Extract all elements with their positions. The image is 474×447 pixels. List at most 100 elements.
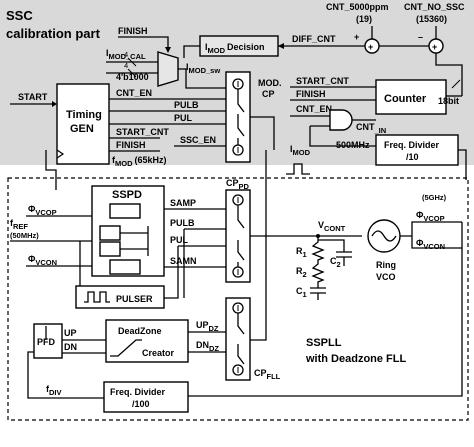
- imod-pulse: [286, 163, 310, 175]
- phi-vcop2-label: ΦVCOP: [416, 210, 445, 223]
- sspd-label: SSPD: [112, 189, 142, 201]
- ssc-title-line1: SSC: [6, 8, 33, 23]
- pulb-label-bottom: PULB: [170, 218, 195, 228]
- fmod-label: fMOD(65kHz): [112, 155, 167, 168]
- finish-label-2: FINISH: [116, 140, 146, 150]
- timing-gen-line1: Timing: [66, 109, 102, 121]
- imod-label: IMOD: [290, 144, 311, 157]
- svg-text:4: 4: [124, 50, 128, 59]
- mod-cp-label-line1: MOD.: [258, 78, 282, 88]
- up-dz-label: UPDZ: [196, 320, 219, 333]
- c2-label: C2: [330, 256, 341, 269]
- sspd-switch-top: [109, 203, 141, 219]
- svg-text:4: 4: [124, 61, 128, 70]
- diff-cnt-label: DIFF_CNT: [292, 34, 336, 44]
- finish-label-3: FINISH: [296, 89, 326, 99]
- sspd-switch-bottom: [109, 259, 141, 275]
- samp-label: SAMP: [170, 198, 196, 208]
- fref-wire: [10, 240, 92, 298]
- ring-vco-line1: Ring: [376, 260, 396, 270]
- finish-arrow: [165, 47, 171, 53]
- c2-capacitor: [318, 239, 352, 266]
- cp-pd-block: [225, 189, 251, 283]
- ssc-en-label: SSC_EN: [180, 135, 216, 145]
- start-cnt-label: START_CNT: [116, 127, 169, 137]
- deadzone-line1: DeadZone: [118, 326, 162, 336]
- finish-label-top: FINISH: [118, 26, 148, 36]
- ring-vco-line2: VCO: [376, 272, 396, 282]
- phi-vcon2-label: ΦVCON: [416, 238, 445, 251]
- counter-block: [375, 79, 447, 115]
- phi-vcon-label: ΦVCON: [28, 254, 57, 267]
- freq-div100-line2: /100: [132, 399, 150, 409]
- freq-divider-100: [103, 381, 189, 413]
- cnt-no-ssc-value: (15360): [416, 14, 447, 24]
- finish-wire: [118, 36, 169, 50]
- value-4b1000: 4'b1000: [116, 72, 149, 82]
- freq-div100-line1: Freq. Divider: [110, 387, 166, 397]
- vcont-label: VCONT: [318, 220, 346, 233]
- fref-value: (50MHz): [10, 231, 39, 240]
- start-label: START: [18, 92, 48, 102]
- svg-text:+: +: [432, 42, 437, 52]
- deadzone-line2: Creator: [142, 348, 175, 358]
- mod-cp-label-line2: CP: [262, 89, 275, 99]
- mhz500-label: 500MHz: [336, 140, 370, 150]
- and-gate: [329, 109, 353, 131]
- feedback-wire: [188, 222, 463, 397]
- pulb-label-top: PULB: [174, 100, 199, 110]
- freq-div10-line1: Freq. Divider: [384, 140, 440, 150]
- dn-label: DN: [64, 342, 77, 352]
- imod-cal-label: IMOD_CAL: [106, 48, 146, 61]
- counter-label: Counter: [384, 93, 427, 105]
- sspll-region: [7, 177, 469, 421]
- c1-label: C1: [296, 286, 307, 299]
- cp-pd-label: CPPD: [226, 178, 250, 191]
- dn-dz-label: DNDZ: [196, 340, 219, 353]
- counter-to-adder-wire: [435, 53, 463, 96]
- cnt-en-label: CNT_EN: [116, 88, 152, 98]
- freq-div10-line2: /10: [406, 152, 419, 162]
- counter-bits-label: 18bit: [438, 96, 459, 106]
- mod-cp-output-wire: [250, 116, 275, 150]
- decision-to-mux-wire: [183, 45, 200, 58]
- fref-label: fREF: [10, 218, 28, 231]
- sspll-label-line1: SSPLL: [306, 337, 342, 349]
- cnt-5000ppm-label: CNT_5000ppm: [326, 2, 389, 12]
- cnt-no-ssc-label: CNT_NO_SSC: [404, 2, 465, 12]
- freq-divider-10: [375, 134, 459, 166]
- cnt-5000ppm-value: (19): [356, 14, 372, 24]
- svg-text:+: +: [368, 42, 373, 52]
- cp-fll-block: [225, 297, 251, 381]
- svg-text:–: –: [418, 32, 423, 42]
- ghz5-label: (5GHz): [422, 193, 447, 202]
- svg-text:+: +: [354, 32, 359, 42]
- cnt-in-label: CNT_IN: [356, 122, 386, 135]
- cnt-en-label-2: CNT_EN: [296, 104, 332, 114]
- ssc-title-line2: calibration part: [6, 26, 101, 41]
- imod-cal-bus-mark: [127, 57, 137, 67]
- pul-label-top: PUL: [174, 113, 193, 123]
- cp-fll-label: CPFLL: [254, 368, 281, 381]
- timing-gen-line2: GEN: [70, 123, 94, 135]
- pul-label-bottom: PUL: [170, 235, 189, 245]
- pulser-label: PULSER: [116, 294, 153, 304]
- up-label: UP: [64, 328, 77, 338]
- vco-sine-icon: [371, 230, 397, 242]
- phi-vcop-label: ΦVCOP: [28, 204, 57, 217]
- r2-label: R2: [296, 266, 307, 279]
- samn-label: SAMN: [170, 256, 197, 266]
- timing-gen-block: [56, 83, 110, 165]
- sspll-label-line2: with Deadzone FLL: [305, 353, 407, 365]
- loop-filter-rc: [310, 236, 326, 300]
- imod-sw-label: IMOD_sw: [186, 62, 220, 75]
- start-cnt-label-2: START_CNT: [296, 76, 349, 86]
- pfd-block: [33, 323, 63, 359]
- fdiv-wire: [27, 351, 104, 399]
- imod-sw-wire: [178, 68, 226, 89]
- imod-mux: [157, 51, 179, 87]
- pfd-label: PFD: [37, 337, 56, 347]
